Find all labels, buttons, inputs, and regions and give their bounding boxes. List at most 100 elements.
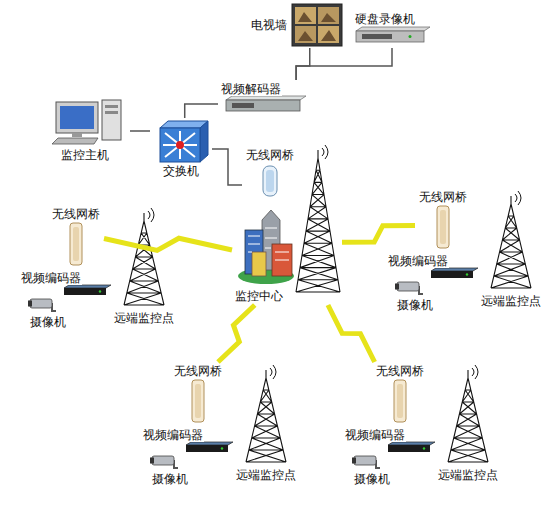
wireless-bridge: 无线网桥 [48,205,104,267]
camera-body [30,299,52,308]
signal-waves [148,208,154,222]
cable-link [185,104,218,118]
bridge-antenna [437,206,449,248]
nvr-icon [356,27,430,42]
remote-equipment-icons [28,206,478,468]
wireless-link [328,305,375,362]
encoder-top [431,268,478,271]
node-label: 无线网桥 [173,364,223,378]
wireless-link [218,305,255,362]
node-label: 监控主机 [60,148,110,162]
camera-lens [28,301,32,307]
bridge-antenna [394,380,406,422]
cable-link [130,130,150,132]
tower-lattice [448,370,488,462]
node-label: 摄像机 [396,298,434,312]
bridge-antenna-face [195,384,201,418]
bridge-antenna [192,380,204,422]
remote-equipment [395,206,478,294]
wireless-bridge-icon [263,166,277,196]
node-label: 无线网桥 [51,207,101,221]
camera-body [152,456,174,465]
node-label: 硬盘录像机 [354,12,416,26]
switch-icon [160,121,208,162]
tower-lattice [246,370,286,462]
monitor-host: 监控主机 [40,98,130,164]
node-label: 视频解码器 [220,82,282,96]
signal-waves [270,365,276,379]
camera-mount [174,460,178,468]
node-label: 摄像机 [353,472,391,486]
wireless-bridge: 无线网桥 [415,188,471,250]
monitor-center: 监控中心 [232,205,342,305]
node-label: 远端监控点 [437,468,499,482]
cable-link [296,48,310,80]
remote-site: 远端监控点 [477,194,545,310]
wireless-link [104,238,232,250]
cable-link [212,149,242,185]
cable-link [296,48,392,80]
bridge-antenna-face [440,210,446,244]
tv-wall-icon [292,4,342,46]
tower-lattice [296,150,340,292]
node-label: 视频编码器 [142,428,204,442]
camera: 摄像机 [391,280,439,314]
bridge-antenna-face [397,384,403,418]
computer-icon [52,100,121,144]
camera-mount [376,460,380,468]
encoder-top [186,442,233,445]
wireless-bridge: 无线网桥 [242,146,298,198]
node-label: 无线网桥 [245,148,295,162]
wireless-bridge: 无线网桥 [170,362,226,424]
encoder-led [99,290,101,292]
tower-lattice [124,213,164,305]
video-encoder: 视频编码器 [18,269,110,297]
node-label: 视频编码器 [20,271,82,285]
node-label: 远端监控点 [480,294,542,308]
video-encoder: 视频编码器 [385,252,477,280]
wireless-bridge: 无线网桥 [372,362,428,424]
encoder-body [64,288,106,295]
node-label: 视频编码器 [387,254,449,268]
node-label: 无线网桥 [375,364,425,378]
encoder-body [388,445,430,452]
camera-mount [52,303,56,311]
node-label: 监控中心 [234,289,284,303]
node-label: 无线网桥 [418,190,468,204]
signal-waves [322,145,328,159]
camera-lens [395,284,399,290]
node-label: 电视墙 [250,18,288,32]
node-label: 远端监控点 [113,311,175,325]
camera-mount [419,286,423,294]
node-label: 远端监控点 [235,468,297,482]
encoder-body [431,271,473,278]
remote-equipment [352,380,435,468]
tower-lattice [491,196,531,288]
remote-equipment [150,380,233,468]
tower-icons [124,145,531,462]
encoder-top [64,285,111,288]
node-label: 摄像机 [29,315,67,329]
signal-waves [472,365,478,379]
bridge-antenna-face [73,227,79,261]
camera: 摄像机 [24,297,72,331]
encoder-top [388,442,435,445]
node-label: 摄像机 [151,472,189,486]
encoder-body [186,445,228,452]
camera-lens [352,458,356,464]
nvr: 硬盘录像机 [352,10,432,48]
encoder-led [423,447,425,449]
bridge-antenna [70,223,82,265]
encoder-led [221,447,223,449]
encoder-led [466,273,468,275]
camera: 摄像机 [146,454,194,488]
video-decoder-icon [226,96,306,111]
remote-site: 远端监控点 [434,368,502,484]
video-encoder: 视频编码器 [342,426,434,454]
camera-body [354,456,376,465]
camera: 摄像机 [348,454,396,488]
building-icon [238,210,294,284]
